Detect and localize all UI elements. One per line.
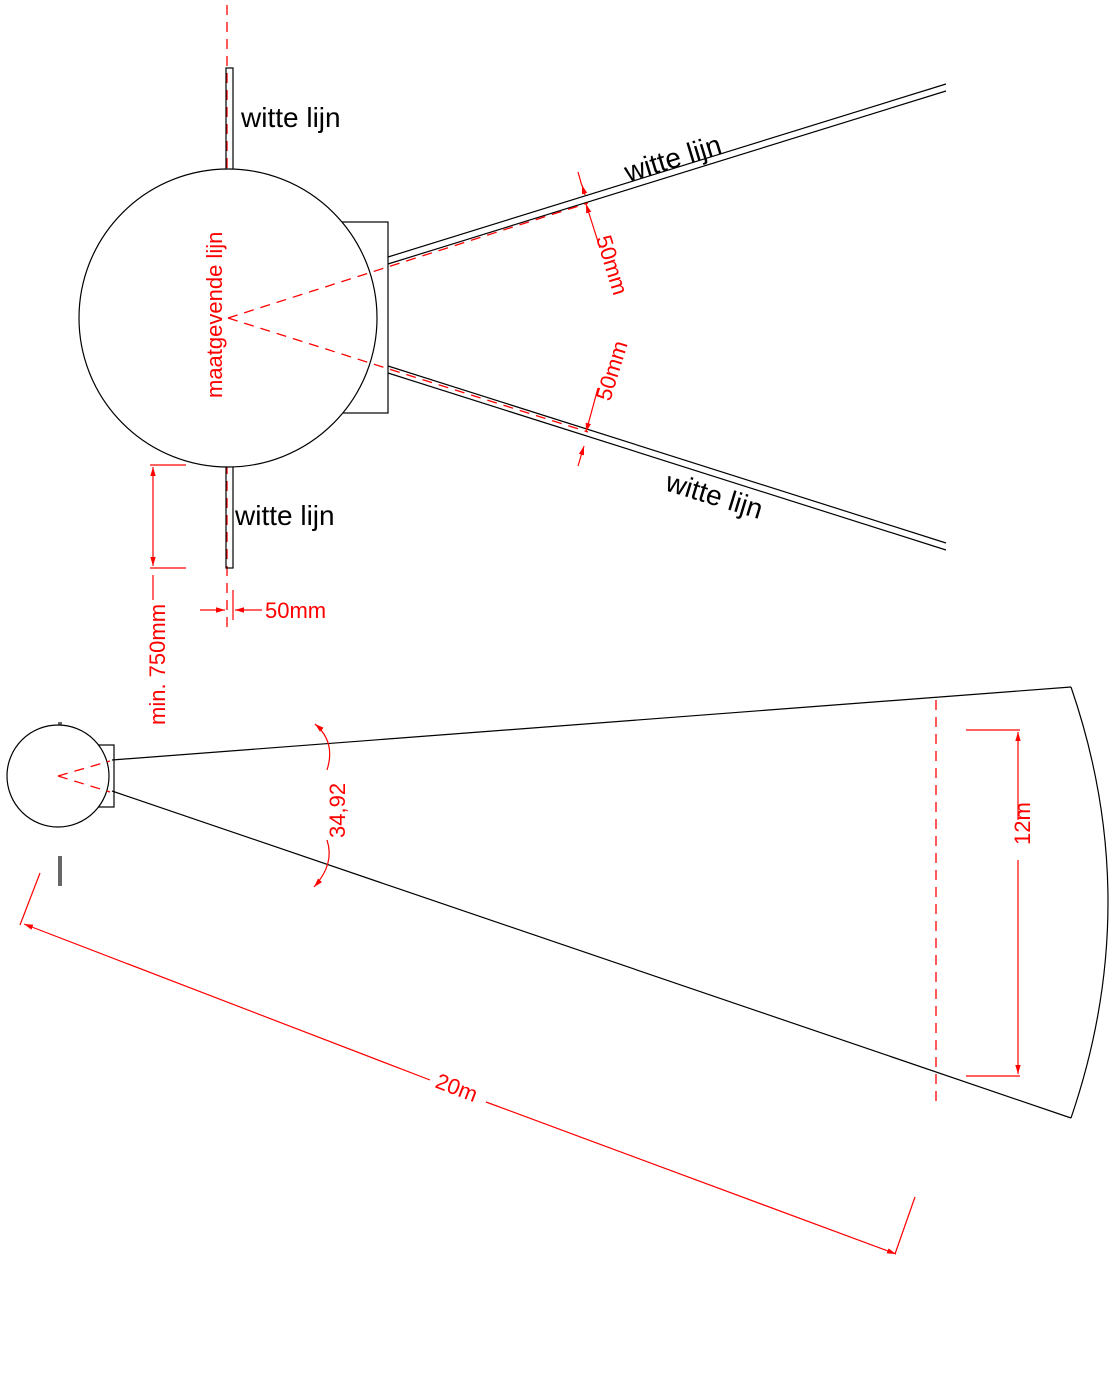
dim-20m-arrow-right <box>485 1101 897 1255</box>
dim-lower-arrow-2 <box>577 445 585 467</box>
lower-white-line-edge-2 <box>387 372 947 551</box>
label-dim-line-width: 50mm <box>265 598 326 623</box>
dim-20m-ext-left <box>19 872 41 926</box>
lower-white-line-edge-1 <box>387 365 947 544</box>
dim-upper-arrow-2 <box>581 184 588 196</box>
label-dim-width: 12m <box>1010 802 1035 845</box>
label-dim-angle: 34,92 <box>325 783 350 838</box>
label-dim-min-distance: min. 750mm <box>145 604 170 725</box>
overview-view: 34,92 12m 20m <box>6 686 1109 1255</box>
detail-view: witte lijn witte lijn witte lijn witte l… <box>78 5 947 725</box>
overview-view-line-lower <box>57 775 111 793</box>
dim-lower-arrow <box>585 387 599 433</box>
upper-white-line-edge-1 <box>387 83 947 258</box>
view-line-upper <box>227 202 589 319</box>
fov-lower-ray <box>111 790 1072 1119</box>
dim-angle-arrow-up <box>314 723 331 771</box>
dim-upper-ext-top <box>577 171 583 187</box>
fov-upper-ray <box>111 686 1072 761</box>
label-white-line-bottom: witte lijn <box>234 500 335 531</box>
label-white-line-lower-diag: witte lijn <box>661 466 766 525</box>
label-dim-distance: 20m <box>432 1068 481 1107</box>
dim-20m-arrow-left <box>23 923 431 1081</box>
label-reference-line: maatgevende lijn <box>202 232 227 398</box>
label-dim-upper-gap: 50mm <box>591 232 633 298</box>
overview-view-line-upper <box>57 760 111 777</box>
fov-outer-arc <box>1070 686 1109 1119</box>
dim-20m-ext-right <box>894 1196 916 1255</box>
dim-upper-arrow <box>585 203 601 249</box>
label-white-line-top: witte lijn <box>240 102 341 133</box>
view-line-lower <box>227 317 589 433</box>
white-line-strip-top <box>225 67 234 173</box>
upper-white-line-edge-2 <box>387 90 947 265</box>
label-white-line-upper-diag: witte lijn <box>620 129 725 188</box>
dim-angle-arrow-down <box>313 839 330 888</box>
label-dim-lower-gap: 50mm <box>591 338 633 404</box>
